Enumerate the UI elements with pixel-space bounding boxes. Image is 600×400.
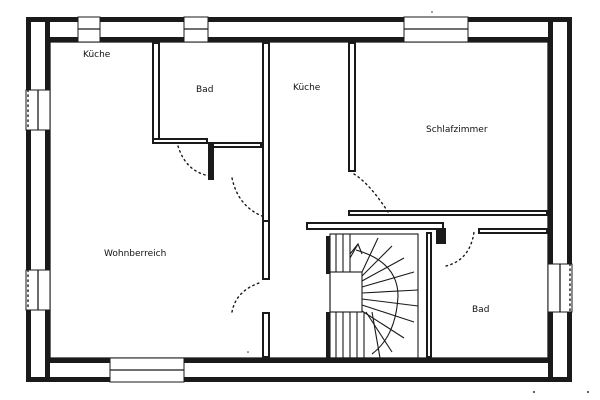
door-swings bbox=[177, 145, 475, 313]
room-label-bath-right: Bad bbox=[472, 305, 489, 315]
room-label-living: Wohnberreich bbox=[104, 249, 166, 259]
windows bbox=[25, 16, 573, 383]
scan-specks bbox=[247, 11, 589, 393]
outer-walls bbox=[26, 17, 572, 382]
room-label-kitchen-center: Küche bbox=[293, 83, 321, 93]
room-label-bath-top: Bad bbox=[196, 85, 213, 95]
staircase bbox=[326, 233, 419, 359]
interior-walls bbox=[152, 42, 548, 358]
room-label-bedroom: Schlafzimmer bbox=[426, 125, 488, 135]
room-label-kitchen-left: Küche bbox=[83, 50, 111, 60]
